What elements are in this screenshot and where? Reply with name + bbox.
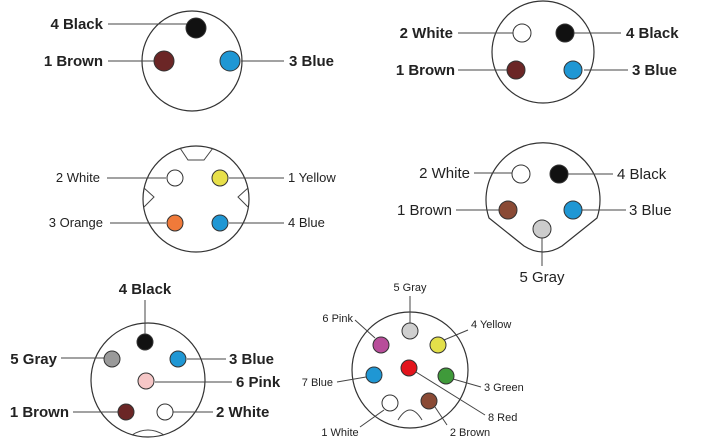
key-notch (143, 187, 155, 208)
pin-label: 4 Blue (288, 215, 325, 230)
pin (563, 60, 583, 80)
leader-line (354, 319, 376, 339)
pin (429, 336, 447, 354)
pin (185, 17, 207, 39)
key-notch (131, 429, 165, 436)
pin-label: 3 Blue (289, 53, 334, 70)
pin (498, 200, 518, 220)
pin (506, 60, 526, 80)
pin (365, 366, 383, 384)
pin (532, 219, 552, 239)
pin (555, 23, 575, 43)
connector-4pin-round: 2 White 4 Black 1 Brown 3 Blue (396, 0, 679, 104)
pin-label: 6 Pink (322, 313, 353, 325)
pin-label: 2 White (216, 404, 269, 421)
pin-label: 4 Black (626, 25, 679, 42)
pin (137, 372, 155, 390)
pin (381, 394, 399, 412)
pin (166, 169, 184, 187)
leader-line (415, 371, 486, 416)
pin-label: 1 Yellow (288, 170, 336, 185)
pin-label: 2 White (400, 25, 453, 42)
pin (211, 169, 229, 187)
pin (117, 403, 135, 421)
key-notch (397, 409, 423, 421)
pin-label: 3 Blue (629, 202, 672, 219)
pin-label: 2 Brown (450, 427, 490, 439)
pin (549, 164, 569, 184)
connector-4pin-keyed: 2 White 1 Yellow 3 Orange 4 Blue (49, 145, 336, 253)
pin-label: 3 Orange (49, 215, 103, 230)
leader-line (434, 406, 448, 426)
pin-label: 3 Blue (229, 351, 274, 368)
pin-label: 2 White (419, 165, 470, 182)
pin (372, 336, 390, 354)
pin (211, 214, 229, 232)
pin-label: 1 Brown (44, 53, 103, 70)
pin-label: 5 Gray (519, 269, 565, 286)
pin-label: 4 Yellow (471, 319, 511, 331)
pin-label: 3 Green (484, 382, 524, 394)
pin (511, 164, 531, 184)
leader-line (452, 378, 482, 388)
leader-line (359, 409, 385, 428)
pin-label: 4 Black (50, 16, 103, 33)
pin-label: 5 Gray (393, 282, 427, 294)
pin (512, 23, 532, 43)
pin-label: 5 Gray (10, 351, 57, 368)
pin-label: 1 Brown (396, 62, 455, 79)
pin-label: 3 Blue (632, 62, 677, 79)
connector-5pin-shaped: 2 White 4 Black 1 Brown 3 Blue 5 Gray (397, 142, 672, 286)
leader-line (443, 329, 469, 341)
pin (437, 367, 455, 385)
pin (401, 322, 419, 340)
pin-label: 7 Blue (302, 377, 333, 389)
pin (153, 50, 175, 72)
connector-8pin: 5 Gray 6 Pink 4 Yellow 7 Blue 3 Green 8 … (302, 282, 524, 439)
pin-label: 1 White (321, 427, 358, 439)
key-notch (179, 147, 214, 161)
pin-label: 4 Black (119, 281, 172, 298)
pin (169, 350, 187, 368)
pin-label: 4 Black (617, 166, 667, 183)
connector-body (142, 145, 250, 253)
connector-body (491, 0, 595, 104)
pin-label: 6 Pink (236, 374, 281, 391)
connector-3pin: 4 Black 1 Brown 3 Blue (44, 10, 334, 112)
pin (400, 359, 418, 377)
connector-6pin: 4 Black 5 Gray 3 Blue 6 Pink 1 Brown 2 W… (10, 281, 281, 438)
pin (563, 200, 583, 220)
pin (420, 392, 438, 410)
pin (156, 403, 174, 421)
pin-label: 1 Brown (397, 202, 452, 219)
pin-label: 2 White (56, 170, 100, 185)
pin (219, 50, 241, 72)
pin (166, 214, 184, 232)
pin (136, 333, 154, 351)
key-notch (237, 187, 249, 208)
pin (103, 350, 121, 368)
leader-line (336, 376, 367, 383)
pin-label: 1 Brown (10, 404, 69, 421)
pin-label: 8 Red (488, 412, 517, 424)
